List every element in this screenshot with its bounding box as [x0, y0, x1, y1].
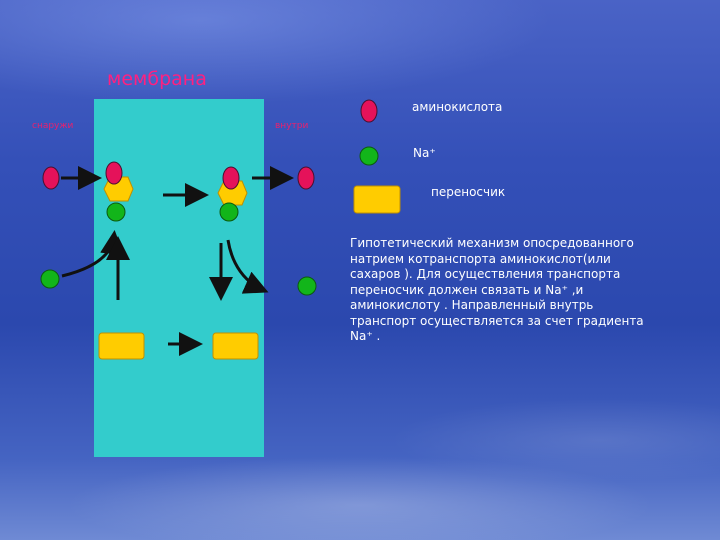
- carrier-right-amino-acid: [222, 166, 240, 190]
- amino-acid-outside: [42, 166, 60, 190]
- legend-amino-acid-icon: [360, 99, 378, 123]
- membrane: [94, 99, 264, 457]
- legend-label-carrier: переносчик: [431, 185, 506, 199]
- carrier-left-amino-acid: [105, 161, 123, 185]
- carrier-right-sodium: [219, 202, 239, 222]
- outside-label: снаружи: [32, 121, 74, 131]
- carrier-right-bound: [217, 180, 248, 206]
- carrier-empty-right: [212, 332, 259, 360]
- legend-carrier-icon: [353, 185, 401, 214]
- arrow-sodium-release: [226, 239, 269, 294]
- legend-label-amino-acid: аминокислота: [412, 100, 503, 114]
- membrane-title: мембрана: [107, 68, 207, 90]
- arrow-sodium-bind: [61, 230, 125, 278]
- amino-acid-inside: [297, 166, 315, 190]
- mechanism-description: Гипотетический механизм опосредованного …: [350, 236, 644, 343]
- inside-label: внутри: [275, 121, 309, 131]
- legend-label-sodium: Na⁺: [413, 146, 436, 160]
- sodium-inside: [297, 276, 317, 296]
- carrier-empty-left: [98, 332, 145, 360]
- legend-sodium-icon: [359, 146, 379, 166]
- carrier-left-sodium: [106, 202, 126, 222]
- sodium-outside: [40, 269, 60, 289]
